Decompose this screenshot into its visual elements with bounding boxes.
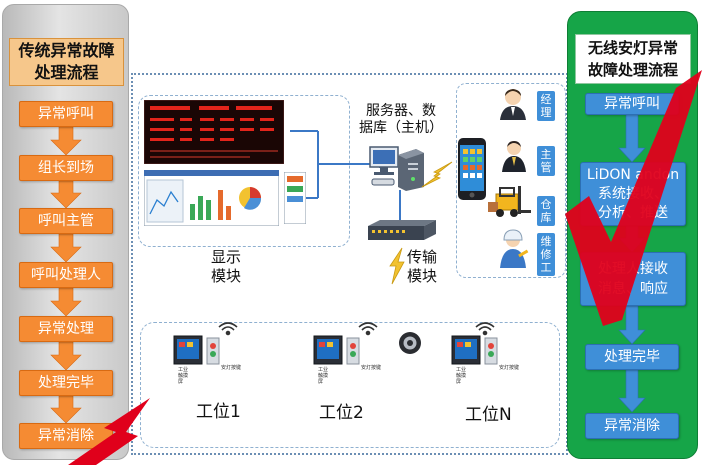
lightning-icon [389, 247, 405, 285]
label-line: 触摸 [178, 373, 189, 379]
label-line: 屏 [318, 379, 324, 385]
terminal-label: 工业触摸屏 [456, 367, 466, 385]
station-n-label: 工位N [465, 405, 512, 425]
led-board-display [144, 100, 284, 164]
transfer-module-label: 传输 模块 [400, 248, 444, 286]
right-step-abnormal-cleared: 异常消除 [585, 413, 679, 439]
touch-terminal-icon [313, 335, 360, 365]
phone-icon [458, 138, 486, 200]
down-arrow-icon [50, 287, 82, 317]
wifi-icon [218, 322, 238, 336]
label-line: 模块 [210, 267, 241, 285]
right-step-handling-done: 处理完毕 [585, 344, 679, 370]
title-line: 故障处理流程 [587, 61, 678, 79]
label-line: 服务器、数 [366, 103, 436, 119]
left-step-call-handler: 呼叫处理人 [19, 262, 113, 288]
down-arrow-icon [618, 305, 646, 345]
left-step-abnormal-cleared: 异常消除 [19, 423, 113, 449]
monitor-chart-display [144, 170, 279, 226]
lightning-icon [421, 161, 453, 188]
andon-button-label: 安灯按键 [361, 365, 382, 371]
label-line: 屏 [178, 379, 184, 385]
speaker-icon [399, 332, 421, 354]
wireless-andon-process-title: 无线安灯异常 故障处理流程 [575, 34, 691, 84]
forklift-icon [488, 186, 531, 217]
role-manager-tag: 经理 [537, 91, 555, 121]
lightning-icon [68, 398, 150, 465]
display-module-label: 显示 模块 [204, 248, 248, 286]
down-arrow-icon [618, 112, 646, 163]
title-line: 无线安灯异常 [587, 39, 678, 57]
label-line: 工业 [178, 367, 189, 373]
left-step-leader-arrive: 组长到场 [19, 155, 113, 181]
traditional-process-title: 传统异常故障 处理流程 [9, 38, 124, 86]
touch-terminal-icon [451, 335, 498, 365]
role-supervisor-tag: 主管 [537, 146, 555, 176]
terminal-label: 工业触摸屏 [318, 367, 328, 385]
down-arrow-icon [618, 369, 646, 413]
down-arrow-icon [50, 233, 82, 263]
label-line: 工业 [456, 367, 467, 373]
wifi-icon [358, 322, 378, 336]
label-line: 模块 [406, 267, 437, 285]
label-line: 屏 [456, 379, 462, 385]
role-warehouse-tag: 仓库 [537, 196, 555, 226]
label-line: 工业 [318, 367, 329, 373]
title-line: 处理流程 [34, 63, 99, 82]
wifi-icon [475, 322, 495, 336]
label-line: 触摸 [456, 373, 467, 379]
down-arrow-icon [50, 126, 82, 156]
label-line: 触摸 [318, 373, 329, 379]
terminal-label: 工业触摸屏 [178, 367, 188, 385]
person-icon [500, 89, 526, 120]
person-icon [502, 141, 526, 172]
down-arrow-icon [50, 341, 82, 371]
label-line: 显示 [210, 248, 241, 266]
check-mark-icon [565, 70, 702, 326]
right-step-abnormal-call: 异常呼叫 [585, 93, 679, 115]
touch-terminal-icon [173, 335, 220, 365]
left-step-abnormal-call: 异常呼叫 [19, 101, 113, 127]
role-repair-worker-tag: 维修工 [537, 233, 555, 276]
andon-button-label: 安灯按键 [499, 365, 520, 371]
left-step-call-supervisor: 呼叫主管 [19, 208, 113, 234]
andon-button-label: 安灯按键 [221, 365, 242, 371]
monitor-stand-panel [284, 172, 306, 224]
down-arrow-icon [50, 180, 82, 209]
down-arrow-icon [50, 395, 82, 424]
station-1-label: 工位1 [196, 402, 241, 422]
station-2-label: 工位2 [319, 403, 364, 423]
label-line: 据库（主机） [359, 120, 443, 136]
left-step-handling-done: 处理完毕 [19, 370, 113, 396]
person-icon [500, 229, 529, 268]
title-line: 传统异常故障 [18, 41, 115, 60]
left-step-handle-abnormal: 异常处理 [19, 316, 113, 342]
server-label: 服务器、数 据库（主机） [356, 103, 446, 137]
server-icon [369, 146, 424, 191]
switch-icon [368, 220, 436, 240]
label-line: 传输 [406, 248, 437, 266]
